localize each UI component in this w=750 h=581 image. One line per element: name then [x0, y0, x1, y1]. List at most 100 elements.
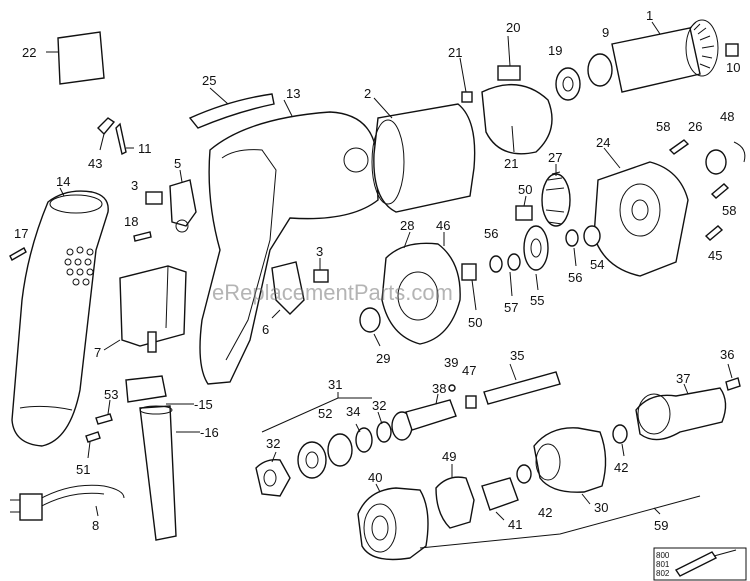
label-58a: 58	[656, 119, 670, 134]
screw-17-part	[9, 247, 27, 261]
gear-55-part	[523, 225, 549, 271]
inset-label-801: 801	[656, 560, 670, 569]
vent-holes	[64, 246, 94, 286]
label-54: 54	[590, 257, 604, 272]
washer-56b-part	[565, 229, 579, 247]
bearing-9-part	[587, 53, 613, 87]
bearing-54-part	[583, 225, 601, 247]
label-30: 30	[594, 500, 608, 515]
label-41: 41	[508, 517, 522, 532]
label-7: 7	[94, 345, 101, 360]
label-31: 31	[328, 377, 342, 392]
clutch-49-part	[435, 476, 475, 529]
ball-39-part	[448, 384, 456, 392]
spring-ring-part	[327, 433, 353, 467]
label-35: 35	[510, 348, 524, 363]
label-49: 49	[442, 449, 456, 464]
bearing-plate-part	[381, 242, 461, 345]
label-36: 36	[720, 347, 734, 362]
label-5: 5	[174, 156, 181, 171]
label-11: 11	[138, 141, 152, 156]
label-43: 43	[88, 156, 102, 171]
screw-part	[115, 122, 127, 156]
label-17: 17	[14, 226, 28, 241]
collar-30-part	[533, 427, 607, 493]
label-47: 47	[462, 363, 476, 378]
nut-57-part	[507, 253, 521, 271]
label-57: 57	[504, 300, 518, 315]
inset-label-802: 802	[656, 569, 670, 578]
sleeve-47-part	[465, 395, 477, 409]
power-cord-part	[37, 484, 125, 501]
depth-locator-part	[635, 387, 727, 441]
clip-part	[97, 117, 116, 136]
label-38: 38	[432, 381, 446, 396]
label-32a: 32	[372, 398, 386, 413]
spacer-50b-part	[461, 263, 477, 281]
label-13: 13	[286, 86, 300, 101]
pin-45-part	[704, 225, 724, 241]
label-3a: 3	[131, 178, 138, 193]
label-55: 55	[530, 293, 544, 308]
label-42b: 42	[538, 505, 552, 520]
washer-29-part	[359, 307, 381, 333]
label-46: 46	[436, 218, 450, 233]
washer-56a-part	[489, 255, 503, 273]
gear-case-part	[593, 161, 689, 277]
label-27: 27	[548, 150, 562, 165]
label-39: 39	[444, 355, 458, 370]
label-28: 28	[400, 218, 414, 233]
label-15: -15	[194, 397, 213, 412]
label-21a: 21	[448, 45, 462, 60]
label-19: 19	[548, 43, 562, 58]
brush-holder-6-part	[271, 261, 305, 315]
label-16: -16	[200, 425, 219, 440]
label-51: 51	[76, 462, 90, 477]
screw-53-part	[95, 413, 113, 425]
spindle-38-part	[405, 399, 457, 431]
bearing-26-part	[705, 149, 727, 175]
label-14: 14	[56, 174, 70, 189]
handle-cover-part	[11, 190, 109, 447]
label-59: 59	[654, 518, 668, 533]
label-40: 40	[368, 470, 382, 485]
label-22: 22	[22, 45, 36, 60]
cord-protector-part	[139, 405, 177, 541]
label-8: 8	[92, 518, 99, 533]
ring-42a-part	[612, 424, 628, 444]
label-56a: 56	[484, 226, 498, 241]
label-1: 1	[646, 8, 653, 23]
retaining-ring-part	[733, 141, 746, 163]
label-37: 37	[676, 371, 690, 386]
pin-36-part	[725, 377, 741, 391]
shaft-35-part	[483, 371, 561, 405]
label-52: 52	[318, 406, 332, 421]
label-50b: 50	[468, 315, 482, 330]
belt-clip-part	[188, 93, 275, 129]
gear-27-part	[541, 173, 571, 227]
label-53: 53	[104, 387, 118, 402]
label-25: 25	[202, 73, 216, 88]
inset-box: 800 801 802	[653, 547, 747, 581]
brush-3b-part	[313, 269, 329, 283]
brush-ring-part	[481, 83, 553, 155]
screw-18-part	[133, 231, 152, 242]
brush-holder-part	[169, 179, 197, 227]
brush-part	[145, 191, 163, 205]
label-29: 29	[376, 351, 390, 366]
label-9: 9	[602, 25, 609, 40]
label-26: 26	[688, 119, 702, 134]
label-2: 2	[364, 86, 371, 101]
label-48: 48	[720, 109, 734, 124]
ring-42b-part	[516, 464, 532, 484]
label-3b: 3	[316, 244, 323, 259]
pin-58b-part	[710, 183, 730, 199]
label-24: 24	[596, 135, 610, 150]
label-32b: 32	[266, 436, 280, 451]
label-20: 20	[506, 20, 520, 35]
label-21b: 21	[504, 156, 518, 171]
motor-housing-part	[199, 111, 379, 385]
nosecone-40-part	[357, 487, 429, 561]
sleeve-41-part	[481, 477, 519, 511]
